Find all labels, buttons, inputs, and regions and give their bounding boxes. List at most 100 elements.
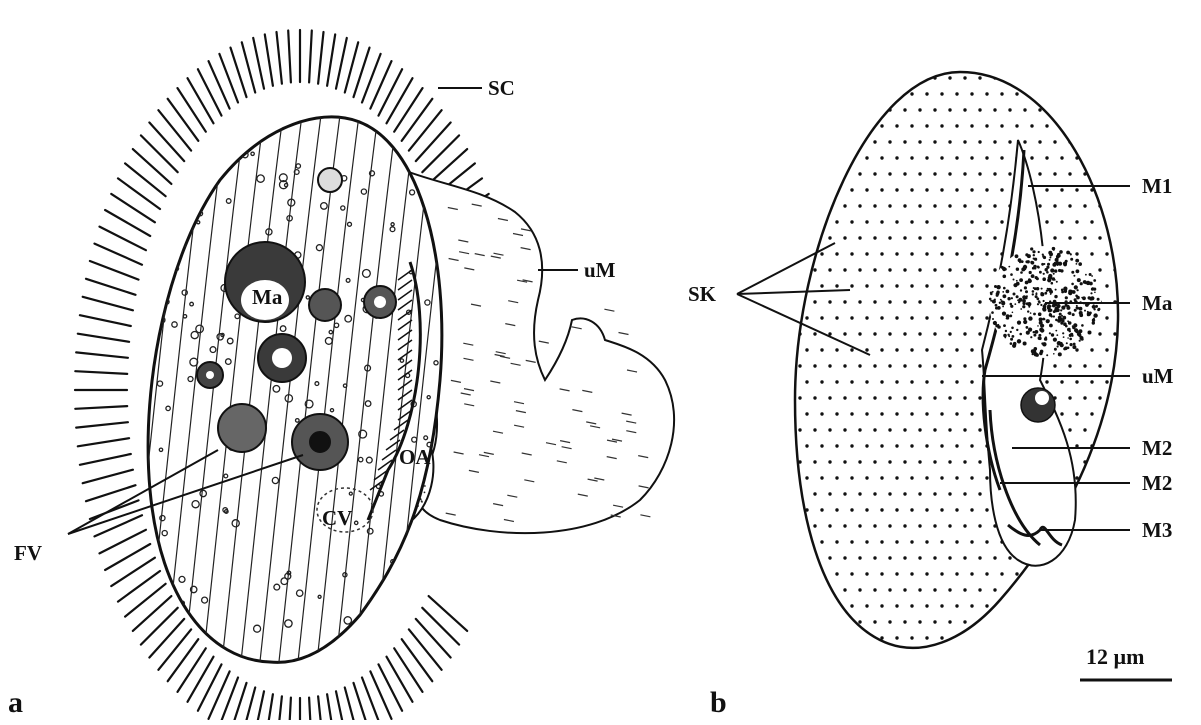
chromatin-dot (1043, 273, 1045, 275)
kinetid-dot (940, 572, 943, 575)
chromatin-dot (1085, 274, 1087, 276)
kinetid-dot (1098, 524, 1101, 527)
kinetid-dot (1090, 380, 1093, 383)
kinetid-dot (888, 268, 891, 271)
kinetid-dot (1090, 604, 1093, 607)
cilium (158, 629, 191, 669)
kinetid-dot (873, 140, 876, 143)
kinetid-dot (963, 236, 966, 239)
cilium (209, 671, 230, 719)
chromatin-dot (1033, 334, 1036, 337)
kinetid-dot (955, 572, 958, 575)
chromatin-dot (1069, 290, 1073, 294)
kinetid-dot (933, 524, 936, 527)
kinetid-dot (993, 620, 996, 623)
kinetid-dot (888, 428, 891, 431)
kinetid-dot (858, 236, 861, 239)
chromatin-dot (1010, 338, 1013, 341)
kinetid-dot (820, 508, 823, 511)
kinetid-dot (1030, 636, 1033, 639)
kinetid-dot (888, 300, 891, 303)
kinetid-dot (1045, 124, 1048, 127)
kinetid-dot (1038, 204, 1041, 207)
chromatin-dot (1041, 342, 1043, 344)
chromatin-dot (1049, 332, 1051, 334)
chromatin-dot (991, 311, 994, 314)
kinetid-dot (985, 188, 988, 191)
kinetid-dot (865, 508, 868, 511)
kinetid-dot (865, 348, 868, 351)
kinetid-dot (985, 156, 988, 159)
cilium (83, 297, 133, 311)
kinetid-dot (918, 588, 921, 591)
kinetid-dot (1060, 220, 1063, 223)
kinetid-dot (1120, 380, 1123, 383)
lobe-stroke (619, 333, 629, 335)
chromatin-dot (1076, 263, 1078, 265)
kinetid-dot (1120, 188, 1123, 191)
kinetid-dot (948, 172, 951, 175)
kinetid-dot (1068, 364, 1071, 367)
chromatin-dot (1071, 283, 1074, 286)
kinetid-dot (910, 380, 913, 383)
kinetid-dot (1075, 124, 1078, 127)
kinetid-dot (925, 540, 928, 543)
chromatin-dot (1003, 269, 1005, 271)
cilium (178, 88, 206, 132)
kinetid-dot (993, 204, 996, 207)
kinetid-dot (925, 380, 928, 383)
kinetid-dot (1045, 92, 1048, 95)
kinetid-dot (1053, 172, 1056, 175)
kinetid-dot (1090, 348, 1093, 351)
chromatin-dot (1057, 264, 1059, 266)
kinetid-dot (813, 460, 816, 463)
chromatin-dot (1022, 295, 1026, 299)
kinetid-dot (985, 252, 988, 255)
kinetid-dot (1008, 620, 1011, 623)
chromatin-dot (1040, 328, 1044, 332)
chromatin-dot (1082, 296, 1086, 300)
kinetid-dot (940, 156, 943, 159)
kinetid-dot (828, 364, 831, 367)
kinetid-dot (850, 444, 853, 447)
kinetid-dot (1105, 476, 1108, 479)
kinetid-dot (1060, 636, 1063, 639)
kinetid-dot (1113, 76, 1116, 79)
chromatin-dot (1015, 254, 1019, 258)
kinetid-dot (1113, 140, 1116, 143)
kinetid-dot (1098, 332, 1101, 335)
chromatin-dot (996, 307, 999, 310)
kinetid-dot (918, 396, 921, 399)
kinetid-dot (925, 156, 928, 159)
cilium (288, 698, 291, 720)
kinetid-dot (948, 140, 951, 143)
granule (435, 561, 442, 568)
kinetid-dot (843, 460, 846, 463)
cilium (429, 149, 468, 184)
kinetid-dot (813, 236, 816, 239)
kinetid-dot (1023, 620, 1026, 623)
kinetid-dot (888, 588, 891, 591)
chromatin-dot (1055, 260, 1057, 262)
kinetid-dot (1068, 428, 1071, 431)
cilium (336, 38, 347, 89)
kinetid-dot (970, 316, 973, 319)
kinetid-dot (925, 508, 928, 511)
kinetid-dot (888, 524, 891, 527)
kinetid-dot (1098, 492, 1101, 495)
kinetid-dot (1113, 204, 1116, 207)
chromatin-dot (1059, 313, 1062, 316)
kinetid-dot (963, 524, 966, 527)
kinetid-dot (963, 620, 966, 623)
chromatin-dot (1053, 315, 1055, 317)
kinetid-dot (835, 284, 838, 287)
kinetid-dot (1098, 172, 1101, 175)
kinetid-dot (813, 396, 816, 399)
chromatin-dot (1025, 290, 1028, 293)
kinetid-dot (820, 316, 823, 319)
cilium (265, 694, 273, 720)
chromatin-dot (1056, 304, 1060, 308)
kinetid-dot (933, 300, 936, 303)
kinetid-dot (895, 316, 898, 319)
kinetid-dot (963, 460, 966, 463)
